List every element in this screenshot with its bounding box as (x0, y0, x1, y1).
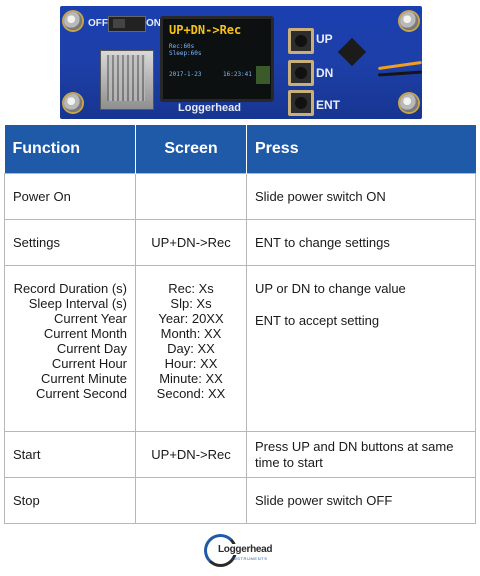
microcontroller-chip (337, 37, 367, 67)
screen-line: Year: 20XX (158, 311, 224, 326)
header-function: Function (4, 125, 136, 174)
table-row: Start UP+DN->Rec Press UP and DN buttons… (4, 431, 476, 478)
screen-line: Hour: XX (164, 356, 218, 371)
orange-wire (378, 60, 422, 71)
oled-date: 2017-1-23 (169, 71, 202, 78)
switch-on-label: ON (146, 18, 161, 29)
screen-line: Day: XX (167, 341, 215, 356)
sd-card-slot (100, 50, 154, 110)
up-button (288, 28, 314, 54)
function-cell: Power On (4, 173, 136, 220)
screen-cell (135, 477, 247, 524)
instruction-table: Function Screen Press Power On Slide pow… (4, 125, 476, 524)
small-chip (256, 66, 270, 84)
ent-button-label: ENT (316, 98, 340, 112)
press-line: ENT to accept setting (255, 313, 380, 328)
oled-title: UP+DN->Rec (169, 23, 242, 37)
function-cell: Record Duration (s) Sleep Interval (s) C… (4, 265, 136, 432)
function-line: Record Duration (s) (13, 281, 127, 296)
header-press: Press (246, 125, 476, 174)
board-name: Loggerhead (178, 102, 241, 114)
table-row: Settings UP+DN->Rec ENT to change settin… (4, 219, 476, 266)
function-line: Current Hour (51, 356, 127, 371)
dn-button (288, 60, 314, 86)
screen-cell: UP+DN->Rec (135, 219, 247, 266)
press-spacer (255, 296, 467, 313)
function-line: Sleep Interval (s) (28, 296, 127, 311)
mount-hole-bottom-right (400, 94, 418, 112)
mount-hole-bottom-left (64, 94, 82, 112)
function-line: Current Minute (41, 371, 127, 386)
screen-cell (135, 173, 247, 220)
function-line: Current Month (43, 326, 127, 341)
press-cell: UP or DN to change value ENT to accept s… (246, 265, 476, 432)
oled-line-rec: Rec:60s (169, 43, 195, 50)
mount-hole-top-left (64, 12, 82, 30)
screen-cell: UP+DN->Rec (135, 431, 247, 478)
dn-button-label: DN (316, 66, 334, 80)
switch-off-label: OFF (88, 18, 108, 29)
black-wire (377, 70, 422, 77)
power-switch (108, 16, 146, 32)
oled-display: UP+DN->Rec Rec:60s Sleep:60s 2017-1-23 1… (160, 16, 274, 102)
oled-line-sleep: Sleep:60s (169, 50, 202, 57)
table-header-row: Function Screen Press (4, 125, 476, 174)
screen-cell: Rec: Xs Slp: Xs Year: 20XX Month: XX Day… (135, 265, 247, 432)
ent-button (288, 90, 314, 116)
table-row: Power On Slide power switch ON (4, 173, 476, 220)
header-screen: Screen (135, 125, 247, 174)
table-row: Stop Slide power switch OFF (4, 477, 476, 524)
function-line: Current Second (35, 386, 127, 401)
oled-time: 16:23:41 (223, 71, 252, 78)
logger-board-photo: OFF ON UP+DN->Rec Rec:60s Sleep:60s 2017… (60, 6, 422, 119)
function-line: Current Year (54, 311, 127, 326)
screen-line: Second: XX (156, 386, 226, 401)
logo-text: Loggerhead (217, 544, 274, 555)
press-cell: Slide power switch OFF (246, 477, 476, 524)
logo-subtext: INSTRUMENTS (232, 556, 268, 561)
press-line: UP or DN to change value (255, 281, 406, 296)
screen-line: Month: XX (160, 326, 222, 341)
mount-hole-top-right (400, 12, 418, 30)
screen-line: Rec: Xs (168, 281, 214, 296)
function-cell: Settings (4, 219, 136, 266)
screen-line: Slp: Xs (170, 296, 212, 311)
loggerhead-logo: Loggerhead INSTRUMENTS (204, 534, 280, 570)
press-cell: Slide power switch ON (246, 173, 476, 220)
function-cell: Start (4, 431, 136, 478)
screen-line: Minute: XX (159, 371, 223, 386)
table-row: Record Duration (s) Sleep Interval (s) C… (4, 265, 476, 432)
function-line: Current Day (56, 341, 127, 356)
press-cell: Press UP and DN buttons at same time to … (246, 431, 476, 478)
press-cell: ENT to change settings (246, 219, 476, 266)
function-cell: Stop (4, 477, 136, 524)
up-button-label: UP (316, 32, 333, 46)
